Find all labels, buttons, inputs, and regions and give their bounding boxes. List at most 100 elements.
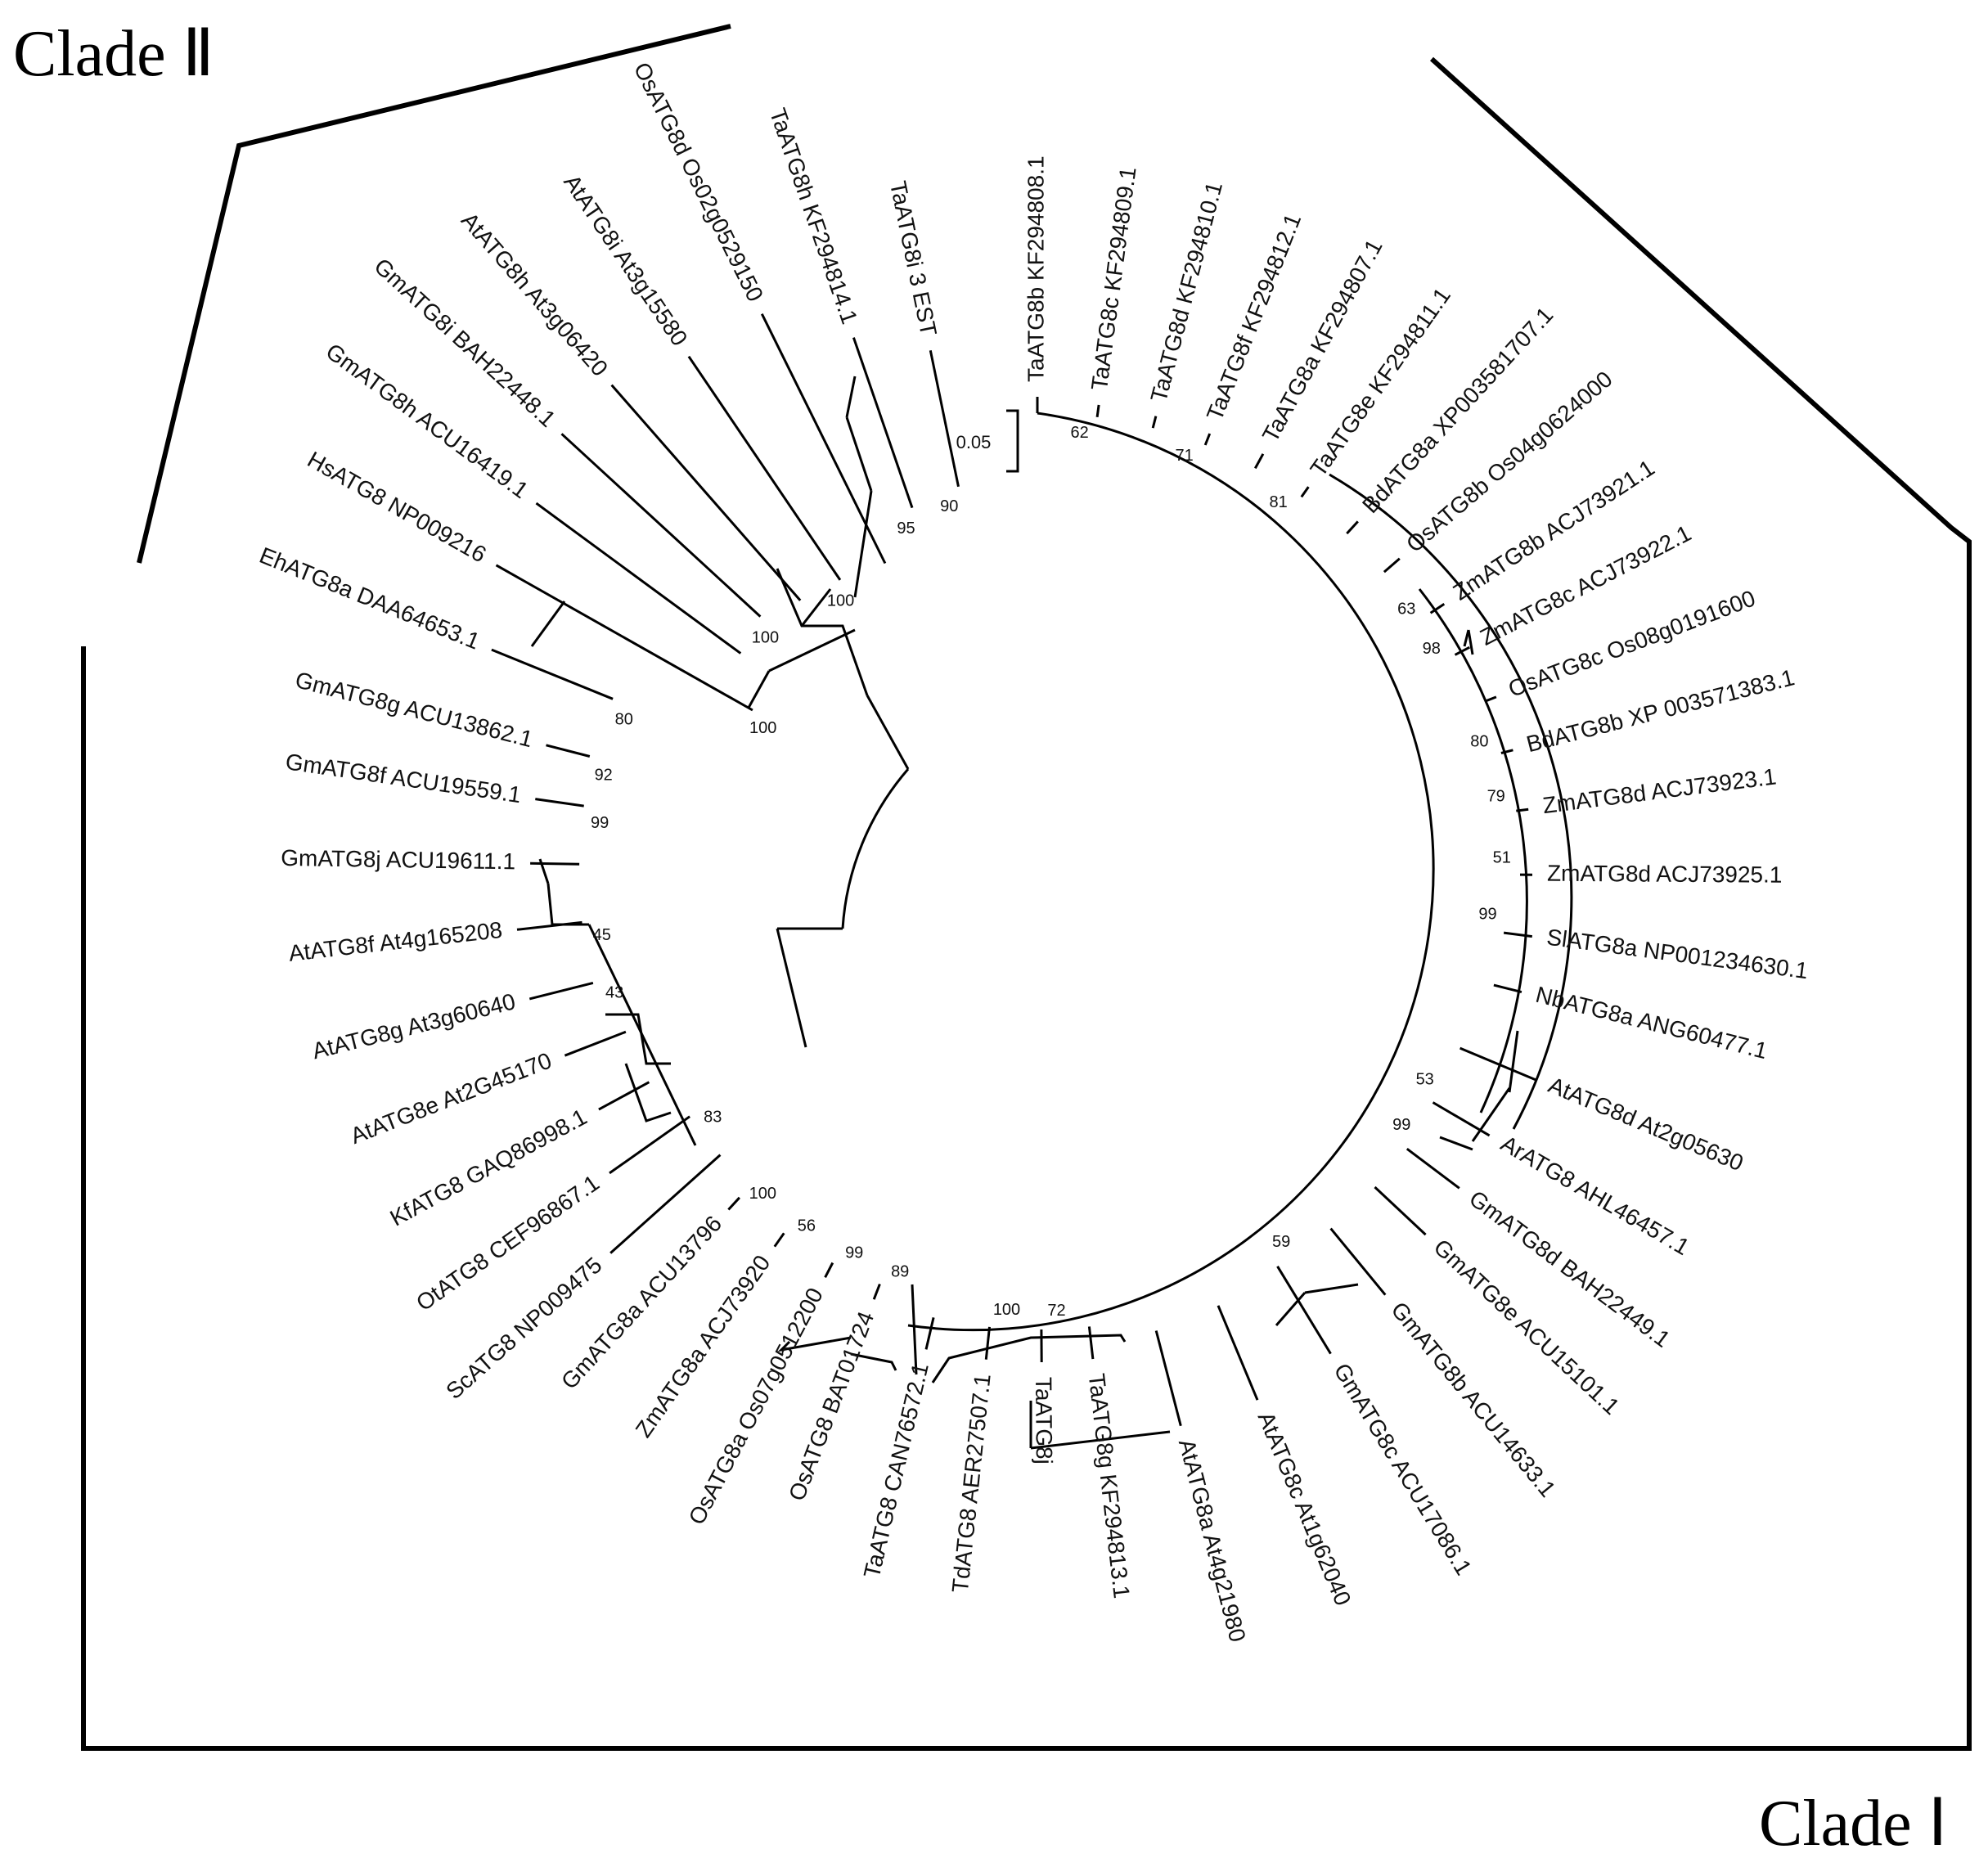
bootstrap-value: 83	[704, 1108, 722, 1126]
taxon-branch	[1516, 808, 1529, 812]
taxon-label: ZmATG8d ACJ73923.1	[1541, 763, 1778, 818]
taxon-branch	[1493, 983, 1522, 994]
bootstrap-value: 53	[1416, 1070, 1434, 1088]
taxon-branch	[609, 1115, 690, 1175]
taxon-branch	[687, 355, 842, 581]
clade-ii-bracket	[137, 24, 731, 564]
taxon-label: AtATG8i At3g15580	[559, 170, 692, 351]
taxon-branch	[1460, 1046, 1536, 1082]
clade-i-title: Clade Ⅰ	[1759, 1788, 1947, 1858]
bootstrap-value: 80	[1470, 732, 1488, 750]
taxon-label: TaATG8b KF294808.1	[1023, 155, 1048, 382]
taxon-label: TaATG8d KF294810.1	[1145, 179, 1227, 404]
taxon-label: GmATG8j ACU19611.1	[281, 845, 515, 875]
bootstrap-value: 80	[615, 710, 633, 728]
taxon-branch	[546, 744, 591, 758]
scale-bar-label: 0.05	[956, 432, 992, 452]
bootstrap-value: 95	[897, 520, 915, 538]
taxon-branch	[530, 862, 580, 866]
bootstrap-value: 100	[749, 719, 776, 737]
taxon-branch	[1300, 486, 1310, 498]
taxon-branch	[727, 1196, 741, 1211]
taxon-branch	[495, 564, 753, 712]
taxon-branch	[984, 1326, 991, 1360]
taxon-label: TdATG8 AER27507.1	[947, 1373, 996, 1595]
taxon-branch	[824, 1262, 834, 1278]
taxon-label: AtATG8a At4g21980	[1174, 1437, 1251, 1644]
taxon-label: TaATG8c KF294809.1	[1086, 165, 1141, 392]
bootstrap-values: 6271816398807951995399597210089995610083…	[591, 424, 1511, 1320]
bootstrap-value: 99	[591, 814, 609, 832]
bootstrap-value: 79	[1487, 787, 1505, 805]
bootstrap-value: 51	[1493, 848, 1511, 866]
taxon-branch	[872, 1283, 881, 1300]
taxon-branch	[1346, 520, 1359, 535]
taxon-label: TaATG8 CAN76572.1	[859, 1361, 933, 1581]
taxon-branch	[516, 920, 582, 931]
bootstrap-value: 56	[798, 1217, 816, 1235]
taxon-branch	[1095, 404, 1100, 417]
bootstrap-value: 43	[605, 983, 623, 1001]
clade-i-bracket	[81, 56, 1972, 1751]
clade-ii-title: Clade Ⅱ	[13, 18, 214, 90]
taxon-branch	[1500, 749, 1513, 754]
bootstrap-value: 62	[1070, 424, 1088, 442]
taxon-branch	[1406, 1148, 1460, 1190]
taxon-label: TaATG8h KF294814.1	[765, 105, 862, 327]
taxon-branch	[610, 384, 802, 601]
bootstrap-value: 90	[940, 497, 958, 515]
bootstrap-value: 99	[1392, 1116, 1410, 1134]
taxon-branch	[535, 502, 742, 655]
bootstrap-value: 89	[891, 1262, 909, 1280]
taxon-label: ZmATG8d ACJ73925.1	[1547, 861, 1783, 888]
taxon-label: AtATG8c At1g62040	[1253, 1408, 1356, 1609]
backbone-arc	[907, 412, 1435, 1332]
taxon-label: BdATG8a XP003581707.1	[1357, 302, 1558, 518]
taxon-label: OsATG8d Os02g0529150	[629, 58, 768, 305]
taxon-branch	[564, 1030, 627, 1057]
bootstrap-value: 100	[993, 1301, 1020, 1319]
taxon-branch	[1253, 453, 1265, 470]
taxon-branch	[609, 1154, 722, 1254]
taxon-label: OsATG8b Os04g0624000	[1401, 366, 1617, 557]
bootstrap-value: 71	[1175, 447, 1193, 465]
taxon-label: GmATG8g ACU13862.1	[293, 667, 536, 752]
taxon-branch	[1329, 1227, 1387, 1296]
taxon-branch	[598, 1081, 650, 1111]
bootstrap-value: 98	[1423, 640, 1441, 658]
taxon-branch	[929, 349, 960, 488]
taxon-label: GmATG8f ACU19559.1	[284, 749, 523, 808]
taxon-label: TaATG8j	[1031, 1377, 1057, 1464]
taxon-branch	[1484, 695, 1497, 703]
tree-internal-branches	[530, 376, 1573, 1450]
scale-bar: 0.05	[956, 409, 1019, 473]
taxon-label: EhATG8a DAA64653.1	[256, 542, 484, 655]
taxon-branch	[560, 433, 762, 618]
bootstrap-value: 59	[1272, 1233, 1290, 1251]
taxon-label: HsATG8 NP009216	[304, 447, 491, 568]
taxon-branch	[1217, 1305, 1259, 1401]
taxon-branch	[1383, 557, 1401, 574]
bootstrap-value: 100	[827, 592, 854, 610]
taxon-branch	[1429, 603, 1446, 614]
taxon-branch	[1276, 1266, 1332, 1355]
bootstrap-value: 99	[845, 1244, 863, 1262]
taxon-branch	[535, 798, 584, 808]
bootstrap-value: 45	[593, 926, 611, 944]
taxon-branch	[1454, 646, 1470, 656]
bootstrap-value: 99	[1478, 905, 1496, 923]
bootstrap-value: 63	[1397, 601, 1415, 619]
bootstrap-value: 100	[749, 1185, 776, 1203]
taxon-label: AtATG8g At3g60640	[309, 988, 518, 1064]
taxon-branch	[1503, 931, 1532, 938]
taxon-branch	[1203, 433, 1212, 446]
taxon-branch	[491, 648, 614, 700]
taxon-branch	[1151, 416, 1158, 429]
taxon-label: AtATG8f At4g165208	[287, 917, 503, 966]
bootstrap-value: 100	[752, 628, 779, 646]
taxon-branches	[491, 313, 1536, 1427]
bootstrap-value: 72	[1047, 1302, 1065, 1320]
taxon-label: SlATG8a NP001234630.1	[1545, 925, 1810, 984]
